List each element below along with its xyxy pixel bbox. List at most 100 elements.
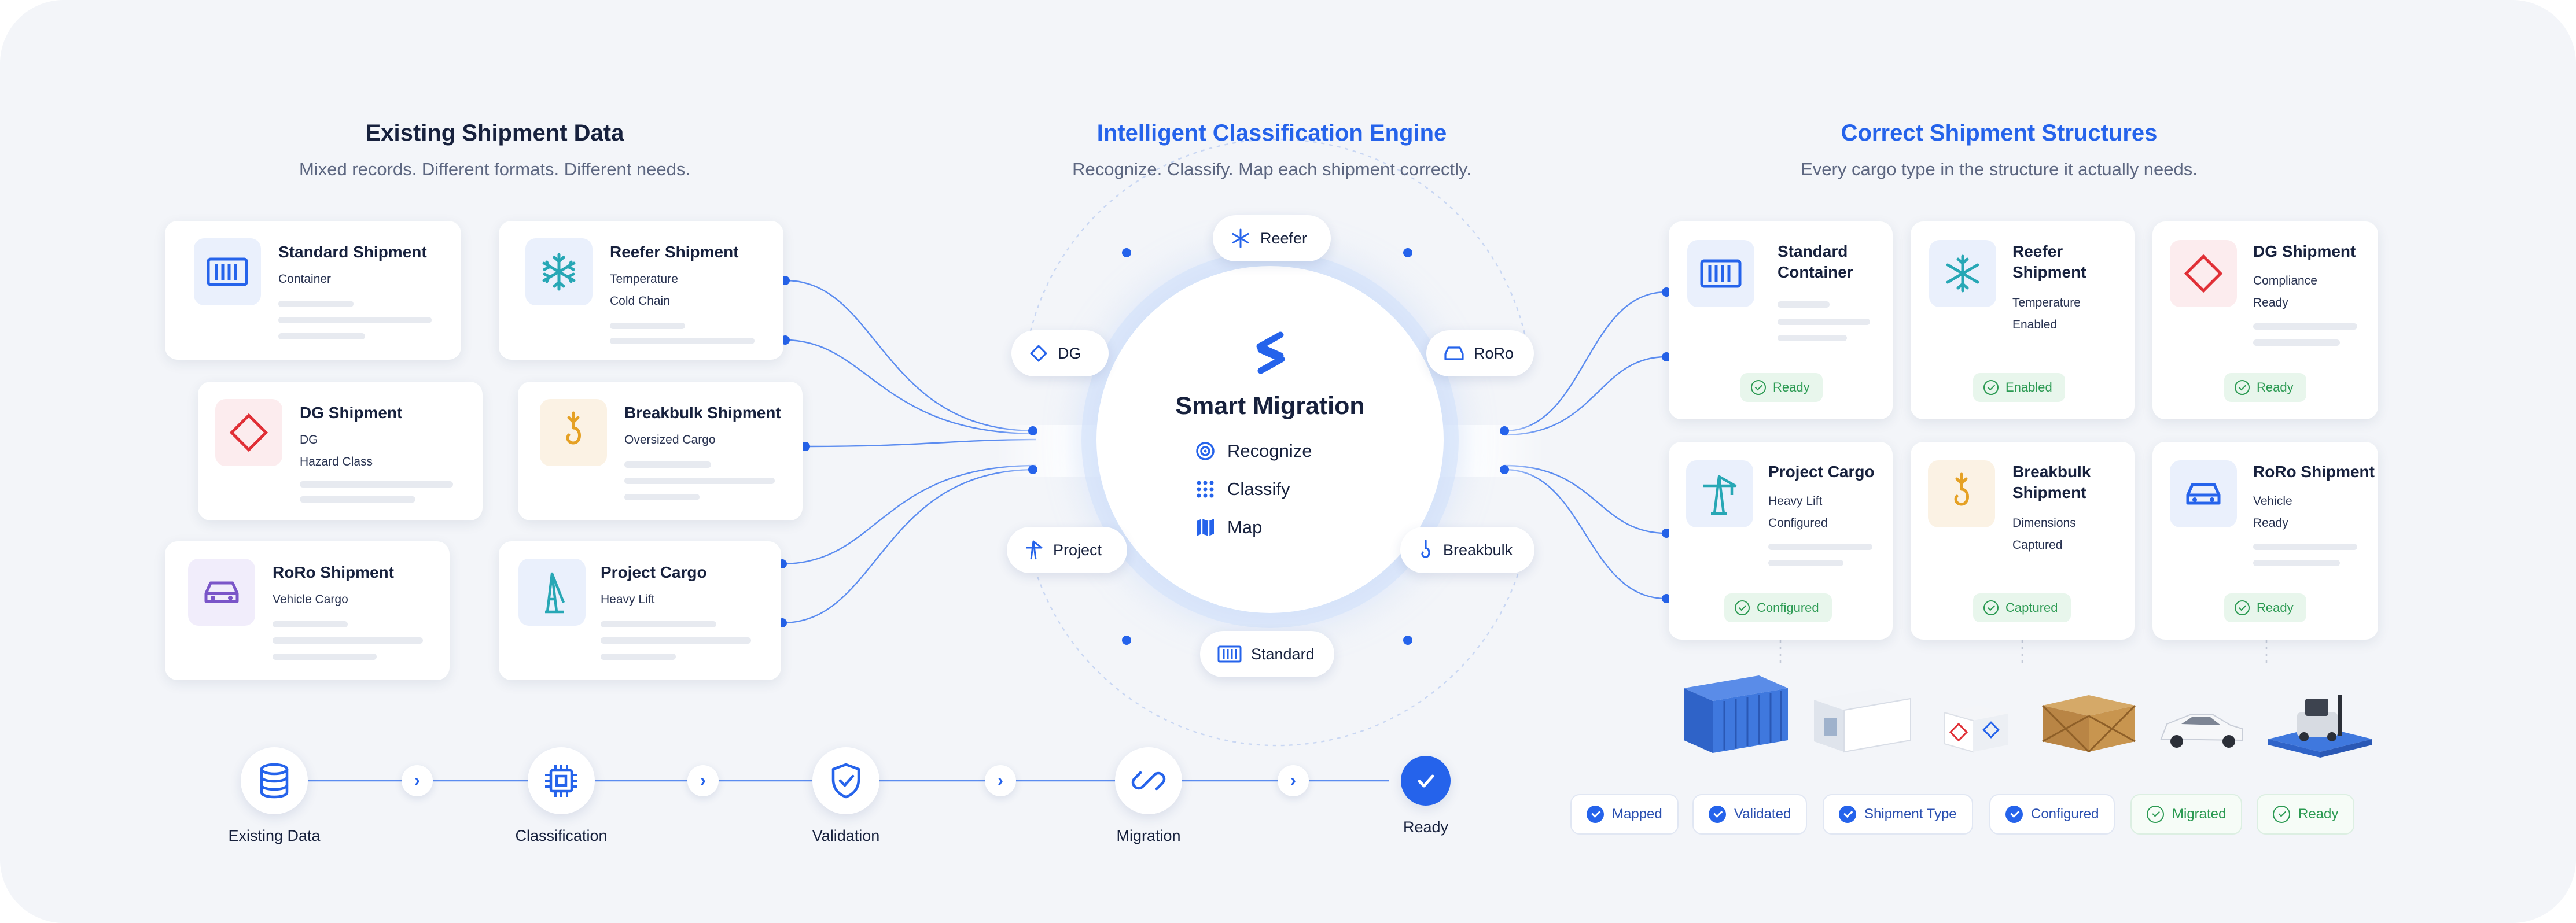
pill-standard[interactable]: Standard bbox=[1200, 631, 1334, 677]
check-circle-icon bbox=[1751, 380, 1766, 395]
check-icon bbox=[1587, 806, 1604, 823]
dg-structure-card[interactable]: DG Shipment Compliance Ready Ready bbox=[2152, 221, 2378, 419]
chip-configured: Configured bbox=[1989, 794, 2115, 835]
card-detail: DG bbox=[300, 433, 318, 446]
step-classification: Classification bbox=[486, 747, 636, 845]
project-cargo-card[interactable]: Project Cargo Heavy Lift bbox=[499, 541, 781, 680]
roro-shipment-card[interactable]: RoRo Shipment Vehicle Cargo bbox=[165, 541, 450, 680]
card-detail: Container bbox=[278, 272, 332, 286]
migration-logo-icon bbox=[1256, 331, 1285, 374]
hazard-diamond-icon bbox=[215, 399, 282, 466]
tower-crane-icon bbox=[1686, 460, 1753, 527]
step-label: Ready bbox=[1403, 818, 1449, 836]
wooden-crate-illustration bbox=[2041, 695, 2136, 753]
car-illustration bbox=[2160, 714, 2243, 748]
chip-validated: Validated bbox=[1692, 794, 1808, 835]
standard-container-card[interactable]: Standard Container Ready bbox=[1669, 221, 1893, 419]
card-title: Shipment bbox=[2012, 483, 2086, 501]
middle-section-subtitle: Recognize. Classify. Map each shipment c… bbox=[1072, 159, 1471, 179]
car-icon bbox=[1444, 346, 1464, 360]
card-detail: Enabled bbox=[2012, 318, 2058, 331]
hub-item-classify: Classify bbox=[1195, 479, 1290, 500]
card-detail: Hazard Class bbox=[300, 455, 373, 468]
map-icon bbox=[1197, 519, 1214, 536]
card-detail: Configured bbox=[1768, 516, 1828, 530]
reefer-container-illustration bbox=[1814, 688, 1911, 753]
status-badge: Ready bbox=[1740, 373, 1823, 402]
card-title: Standard Shipment bbox=[278, 243, 427, 261]
cargo-illustrations bbox=[1684, 675, 2372, 758]
chip-shipment-type: Shipment Type bbox=[1823, 794, 1973, 835]
car-icon bbox=[2170, 460, 2237, 527]
shipping-container-illustration bbox=[1684, 675, 1788, 753]
project-cargo-structure-card[interactable]: Project Cargo Heavy Lift Configured Conf… bbox=[1669, 442, 1893, 640]
snowflake-icon bbox=[1929, 240, 1996, 307]
check-circle-icon bbox=[2235, 600, 2250, 615]
step-label: Classification bbox=[515, 827, 608, 844]
card-title: RoRo Shipment bbox=[2253, 463, 2375, 481]
check-circle-icon bbox=[2273, 806, 2290, 823]
reefer-structure-card[interactable]: Reefer Shipment Temperature Enabled Enab… bbox=[1911, 221, 2135, 419]
snowflake-icon bbox=[525, 238, 593, 305]
status-badge: Ready bbox=[2224, 373, 2306, 402]
breakbulk-structure-card[interactable]: Breakbulk Shipment Dimensions Captured C… bbox=[1911, 442, 2135, 640]
container-icon bbox=[1687, 240, 1754, 307]
card-title: DG Shipment bbox=[2253, 242, 2356, 260]
dg-box-illustration bbox=[1944, 706, 2008, 753]
target-icon bbox=[1196, 442, 1215, 460]
card-title: Breakbulk Shipment bbox=[624, 404, 781, 422]
check-icon bbox=[1418, 774, 1434, 788]
snowflake-icon bbox=[1232, 228, 1249, 248]
card-detail: Vehicle bbox=[2253, 494, 2292, 508]
breakbulk-shipment-card[interactable]: Breakbulk Shipment Oversized Cargo bbox=[518, 382, 803, 520]
card-title: Standard bbox=[1778, 242, 1848, 260]
card-detail: Temperature bbox=[610, 272, 678, 286]
tower-crane-icon bbox=[1026, 540, 1043, 560]
card-detail: Compliance bbox=[2253, 274, 2317, 287]
link-icon bbox=[1131, 771, 1166, 791]
smart-migration-hub[interactable]: Smart Migration Recognize Classify Map bbox=[1096, 266, 1444, 613]
check-circle-icon bbox=[2147, 806, 2164, 823]
diamond-icon bbox=[1030, 345, 1047, 362]
card-detail: Vehicle Cargo bbox=[273, 593, 348, 606]
forklift-on-pallet-illustration bbox=[2268, 695, 2372, 758]
database-icon bbox=[260, 763, 289, 799]
chip-mapped: Mapped bbox=[1570, 794, 1679, 835]
card-title: Project Cargo bbox=[601, 563, 707, 581]
card-detail: Captured bbox=[2012, 538, 2063, 552]
status-badge: Captured bbox=[1973, 593, 2071, 622]
roro-structure-card[interactable]: RoRo Shipment Vehicle Ready Ready bbox=[2152, 442, 2378, 640]
check-icon bbox=[1709, 806, 1726, 823]
pill-reefer[interactable]: Reefer bbox=[1213, 215, 1331, 261]
hub-item-recognize: Recognize bbox=[1195, 441, 1312, 462]
chip-ready: Ready bbox=[2257, 794, 2355, 835]
left-section-title: Existing Shipment Data bbox=[365, 120, 624, 146]
card-title: Breakbulk bbox=[2012, 463, 2091, 481]
pill-breakbulk[interactable]: Breakbulk bbox=[1400, 527, 1534, 573]
container-icon bbox=[194, 238, 261, 305]
hub-title: Smart Migration bbox=[1175, 392, 1365, 420]
check-icon bbox=[2005, 806, 2023, 823]
reefer-shipment-card[interactable]: Reefer Shipment Temperature Cold Chain bbox=[499, 221, 783, 360]
status-badge: Configured bbox=[1724, 593, 1832, 622]
pill-dg[interactable]: DG bbox=[1011, 330, 1109, 376]
dg-shipment-card[interactable]: DG Shipment DG Hazard Class bbox=[198, 382, 483, 520]
card-detail: Ready bbox=[2253, 516, 2288, 530]
card-title: Reefer bbox=[2012, 242, 2063, 260]
left-section-subtitle: Mixed records. Different formats. Differ… bbox=[299, 159, 690, 179]
tower-crane-icon bbox=[518, 559, 586, 626]
standard-shipment-card[interactable]: Standard Shipment Container bbox=[165, 221, 461, 360]
check-circle-icon bbox=[1983, 380, 1999, 395]
middle-section-title: Intelligent Classification Engine bbox=[1096, 120, 1447, 146]
step-validation: Validation bbox=[771, 747, 921, 845]
card-detail: Heavy Lift bbox=[601, 593, 655, 606]
chevron-right-icon: › bbox=[687, 765, 719, 796]
card-detail: Temperature bbox=[2012, 296, 2081, 309]
card-detail: Dimensions bbox=[2012, 516, 2076, 530]
chevron-right-icon: › bbox=[985, 765, 1016, 796]
pill-roro[interactable]: RoRo bbox=[1426, 330, 1534, 376]
step-label: Validation bbox=[812, 827, 880, 844]
pill-project[interactable]: Project bbox=[1007, 527, 1127, 573]
card-detail: Ready bbox=[2253, 296, 2288, 309]
